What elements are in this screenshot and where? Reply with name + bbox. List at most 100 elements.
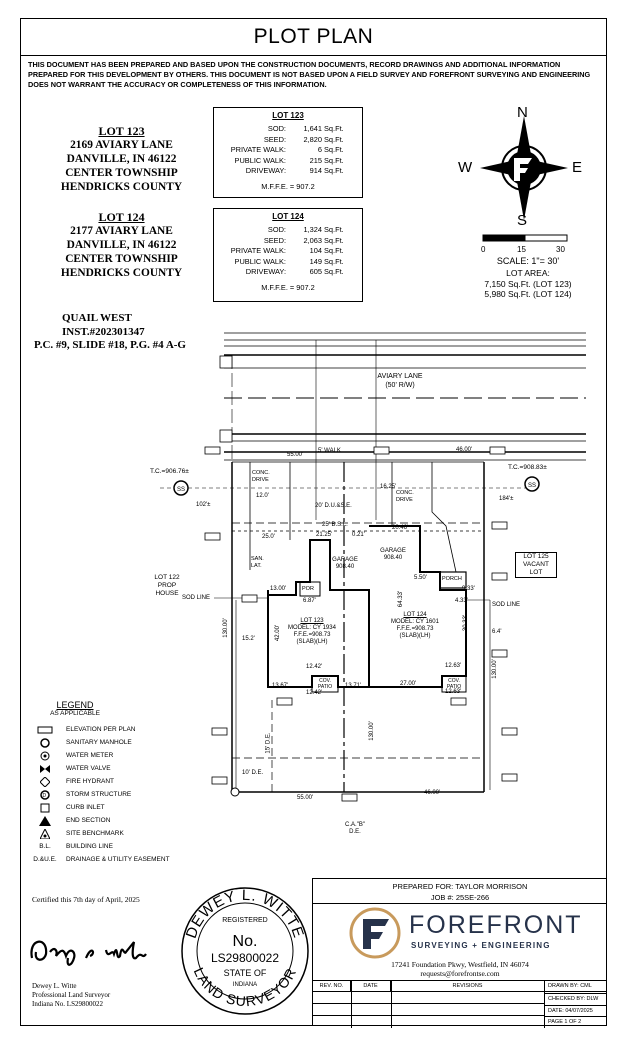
legend-item: D.&U.E.DRAINAGE & UTILITY EASEMENT xyxy=(33,856,170,863)
water-valve-icon xyxy=(30,764,60,774)
de-15-label: 15' D.E. xyxy=(265,732,272,754)
easement-label: 20' D.U.&S.E. xyxy=(315,503,352,509)
san-lat-label: SAN. LAT. xyxy=(251,556,264,569)
compass-north: N xyxy=(517,104,528,121)
svg-text:STATE OF: STATE OF xyxy=(224,968,267,978)
legend-item: WATER METER xyxy=(30,749,190,762)
dim-label: 20.46' xyxy=(392,525,409,531)
garage-123-label: GARAGE 908.40 xyxy=(332,557,358,570)
revision-table: REV. NO. DATE REVISIONS DRAWN BY: CML CH… xyxy=(313,980,607,1028)
lot-123-heading: LOT 123 xyxy=(98,124,145,138)
water-meter-icon xyxy=(30,751,60,761)
legend-subtitle: AS APPLICABLE xyxy=(50,710,100,717)
address-line: CENTER TOWNSHIP xyxy=(65,167,178,179)
mffe-value: M.F.F.E. = 907.2 xyxy=(261,282,315,292)
forefront-logo-icon xyxy=(349,907,401,959)
legend-item: SITE BENCHMARK xyxy=(30,827,190,840)
lot-124-address: LOT 124 2177 AVIARY LANE DANVILLE, IN 46… xyxy=(34,210,209,280)
lot-area-123: 7,150 Sq.Ft. (LOT 123) xyxy=(484,279,572,289)
address-line: DANVILLE, IN 46122 xyxy=(66,239,177,251)
legend-item: CURB INLET xyxy=(30,801,190,814)
legend-item: END SECTION xyxy=(30,814,190,827)
legend-title: LEGEND xyxy=(56,700,94,710)
dim-label: 46.00' xyxy=(424,790,441,796)
dim-label: 6.87' xyxy=(303,598,316,604)
svg-text:LS29800022: LS29800022 xyxy=(211,951,279,965)
dim-label: 13.00' xyxy=(270,586,287,592)
dim-label: 46.00' xyxy=(456,447,473,453)
porch-label: PORCH xyxy=(442,576,462,582)
table-title: LOT 124 xyxy=(272,212,304,221)
lot-123-address: LOT 123 2169 AVIARY LANE DANVILLE, IN 46… xyxy=(34,124,209,194)
dim-label: 4.33' xyxy=(455,598,468,604)
address-line: 2169 AVIARY LANE xyxy=(70,139,173,151)
dim-label: 130.00' xyxy=(368,721,375,741)
elevation-box-icon xyxy=(30,726,60,734)
legend-item: FIRE HYDRANT xyxy=(30,775,190,788)
north-arrow-icon xyxy=(480,116,568,220)
dim-label: 15.2' xyxy=(242,636,255,642)
dim-label: 130.00' xyxy=(222,618,229,638)
por-label: POR xyxy=(302,586,314,592)
scale-bar-icon xyxy=(482,234,568,242)
drive-label: CONC. DRIVE xyxy=(252,470,270,483)
tc-right: T.C.=908.83± xyxy=(508,464,547,471)
svg-text:No.: No. xyxy=(233,933,258,950)
scale-tick: 0 xyxy=(481,245,486,254)
svg-text:SS: SS xyxy=(528,483,536,489)
street-name: AVIARY LANE(50' R/W) xyxy=(377,373,423,389)
legend-item: WATER VALVE xyxy=(30,762,190,775)
dim-label: 102'± xyxy=(196,502,211,508)
dim-label: 5.50' xyxy=(414,575,427,581)
lot-122-label: LOT 122 PROP HOUSE xyxy=(154,574,180,597)
storm-structure-icon: D xyxy=(30,789,60,800)
sanitary-manhole-icon xyxy=(30,737,60,748)
de-10-label: 10' D.E. xyxy=(242,770,264,776)
dim-label: 13.67' xyxy=(272,683,289,689)
subdivision-reference: QUAIL WEST INST.#202301347 P.C. #9, SLID… xyxy=(34,312,186,351)
address-line: HENDRICKS COUNTY xyxy=(60,267,183,279)
dim-label: 12.63' xyxy=(445,663,462,669)
setback-label: 25' B.S.L. xyxy=(322,522,348,528)
table-title: LOT 123 xyxy=(272,111,304,120)
lot-125-label: LOT 125 VACANT LOT xyxy=(515,552,557,578)
address-line: HENDRICKS COUNTY xyxy=(60,181,183,193)
surveyor-info: Dewey L. Witte Professional Land Surveyo… xyxy=(32,982,111,1008)
mffe-value: M.F.F.E. = 907.2 xyxy=(261,181,315,191)
compass-east: E xyxy=(572,159,583,176)
surveyor-seal: DEWEY L. WITTE LAND SURVEYOR REGISTERED … xyxy=(181,887,309,1015)
disclaimer-text: THIS DOCUMENT HAS BEEN PREPARED AND BASE… xyxy=(28,60,591,89)
dim-label: 21.25' xyxy=(316,532,333,538)
sod-line-label: SOD LINE xyxy=(182,595,211,601)
dim-label: 12.42' xyxy=(306,690,323,696)
dim-label: 25.0' xyxy=(262,534,275,540)
svg-text:D: D xyxy=(43,793,47,799)
prepared-for: PREPARED FOR: TAYLOR MORRISON JOB #: 25S… xyxy=(392,882,528,902)
patio-label: COV. PATIO xyxy=(446,678,462,690)
address-line: DANVILLE, IN 46122 xyxy=(66,153,177,165)
dim-label: 27.00' xyxy=(400,681,417,687)
lot-area-title: LOT AREA: xyxy=(506,268,550,278)
garage-124-label: GARAGE 908.40 xyxy=(380,548,406,561)
drive-label: CONC. DRIVE xyxy=(396,490,414,503)
dim-label: 130.00' xyxy=(491,659,498,679)
brand-subtitle: SURVEYING + ENGINEERING xyxy=(411,941,551,950)
address-line: 2177 AVIARY LANE xyxy=(70,225,173,237)
walk-label: 5' WALK xyxy=(318,448,341,454)
legend: LEGEND AS APPLICABLE ELEVATION PER PLAN … xyxy=(30,700,190,866)
dim-label: 55.00' xyxy=(287,452,304,458)
title-block: PREPARED FOR: TAYLOR MORRISON JOB #: 25S… xyxy=(312,878,607,1028)
dim-label: 12.42' xyxy=(306,664,323,670)
